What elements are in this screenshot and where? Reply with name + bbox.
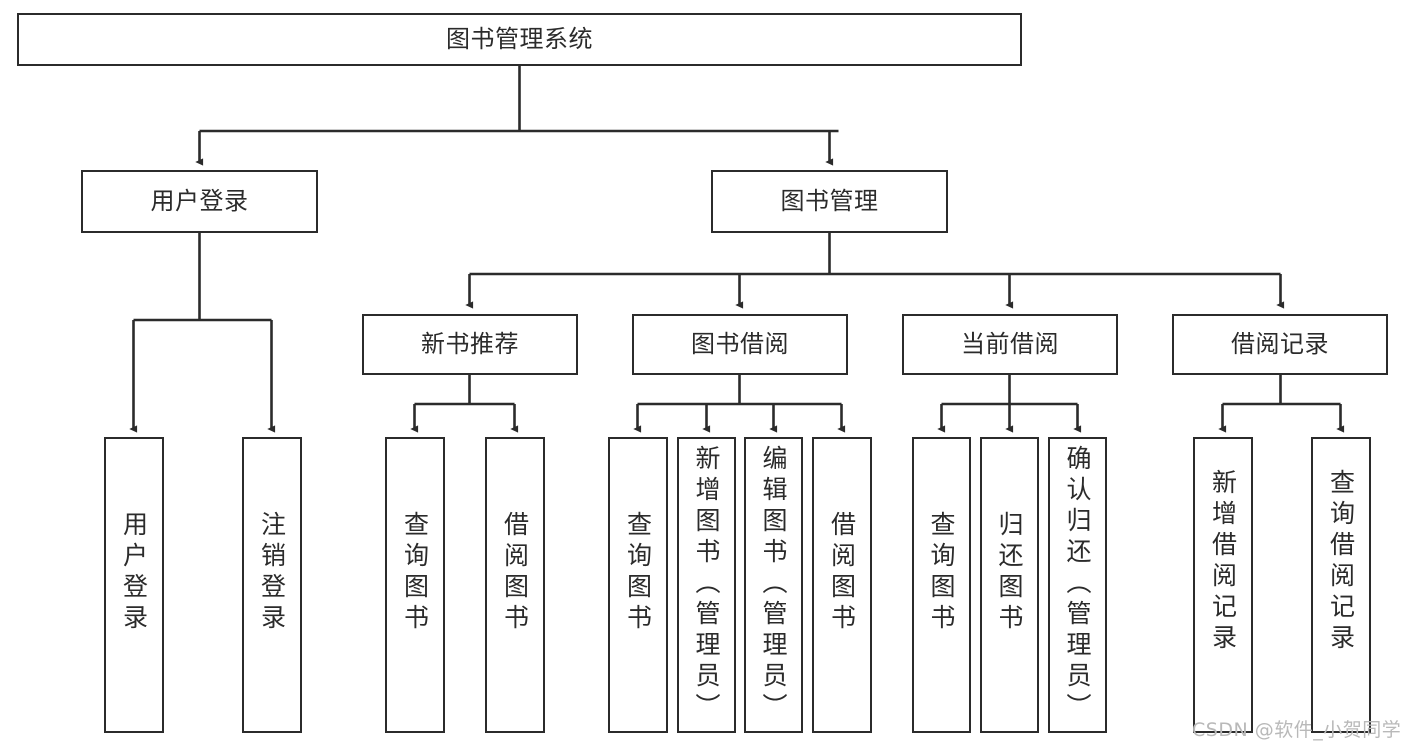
- node-leaf-logout[interactable]: 注销登录: [242, 437, 302, 733]
- node-leaf-add-record[interactable]: 新增借阅记录: [1193, 437, 1253, 733]
- node-leaf-borrow-book-1-label: 借阅图书: [500, 511, 530, 635]
- node-leaf-add-record-label: 新增借阅记录: [1208, 469, 1238, 655]
- node-leaf-logout-label: 注销登录: [257, 511, 287, 635]
- node-book-borrow-label: 图书借阅: [691, 330, 789, 359]
- node-leaf-confirm-return[interactable]: 确认归还（管理员）: [1048, 437, 1107, 733]
- node-leaf-query-record-label: 查询借阅记录: [1326, 469, 1356, 655]
- node-root-label: 图书管理系统: [446, 25, 593, 54]
- node-leaf-query-book-3[interactable]: 查询图书: [912, 437, 971, 733]
- node-leaf-query-book-1[interactable]: 查询图书: [385, 437, 445, 733]
- node-leaf-return-book[interactable]: 归还图书: [980, 437, 1039, 733]
- node-new-book-rec-label: 新书推荐: [421, 330, 519, 359]
- node-user-login[interactable]: 用户登录: [81, 170, 318, 233]
- node-current-borrow[interactable]: 当前借阅: [902, 314, 1118, 375]
- node-user-login-label: 用户登录: [150, 187, 249, 216]
- node-leaf-query-book-1-label: 查询图书: [400, 511, 430, 635]
- node-leaf-user-login-label: 用户登录: [119, 511, 149, 635]
- node-current-borrow-label: 当前借阅: [961, 330, 1059, 359]
- node-leaf-edit-book[interactable]: 编辑图书（管理员）: [744, 437, 803, 733]
- node-book-borrow[interactable]: 图书借阅: [632, 314, 848, 375]
- node-leaf-query-record[interactable]: 查询借阅记录: [1311, 437, 1371, 733]
- node-book-mgmt[interactable]: 图书管理: [711, 170, 948, 233]
- node-leaf-user-login[interactable]: 用户登录: [104, 437, 164, 733]
- node-leaf-borrow-book-2[interactable]: 借阅图书: [812, 437, 872, 733]
- node-leaf-borrow-book-2-label: 借阅图书: [827, 511, 857, 635]
- node-borrow-record-label: 借阅记录: [1231, 330, 1329, 359]
- node-leaf-query-book-2-label: 查询图书: [623, 511, 653, 635]
- node-leaf-add-book[interactable]: 新增图书（管理员）: [677, 437, 736, 733]
- node-leaf-query-book-3-label: 查询图书: [927, 511, 956, 635]
- node-leaf-confirm-return-label: 确认归还（管理员）: [1063, 445, 1092, 724]
- node-leaf-edit-book-label: 编辑图书（管理员）: [759, 445, 788, 724]
- node-new-book-rec[interactable]: 新书推荐: [362, 314, 578, 375]
- node-book-mgmt-label: 图书管理: [780, 187, 879, 216]
- node-leaf-add-book-label: 新增图书（管理员）: [692, 445, 721, 724]
- node-root[interactable]: 图书管理系统: [17, 13, 1022, 66]
- node-leaf-borrow-book-1[interactable]: 借阅图书: [485, 437, 545, 733]
- node-borrow-record[interactable]: 借阅记录: [1172, 314, 1388, 375]
- node-leaf-query-book-2[interactable]: 查询图书: [608, 437, 668, 733]
- node-leaf-return-book-label: 归还图书: [995, 511, 1024, 635]
- watermark-text: CSDN @软件_小贺同学: [1192, 719, 1402, 741]
